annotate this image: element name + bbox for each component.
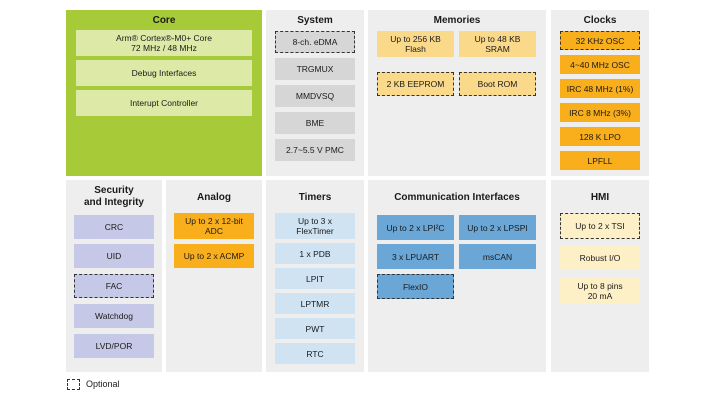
- clocks-panel: Clocks 32 KHz OSC 4~40 MHz OSC IRC 48 MH…: [551, 10, 649, 176]
- timers-panel: Timers Up to 3 x FlexTimer 1 x PDB LPIT …: [266, 180, 364, 372]
- core-title: Core: [152, 15, 176, 26]
- rtc-block: RTC: [275, 343, 355, 364]
- analog-title: Analog: [197, 192, 231, 203]
- lpit-block: LPIT: [275, 268, 355, 289]
- analog-panel: Analog Up to 2 x 12-bit ADC Up to 2 x AC…: [166, 180, 262, 372]
- security-panel: Security and Integrity CRC UID FAC Watch…: [66, 180, 162, 372]
- pmc-block: 2.7~5.5 V PMC: [275, 139, 355, 161]
- edma-block: 8-ch. eDMA: [275, 31, 355, 53]
- lvd-por-block: LVD/POR: [74, 334, 154, 358]
- uid-block: UID: [74, 244, 154, 268]
- crc-block: CRC: [74, 215, 154, 239]
- memories-title: Memories: [433, 15, 481, 26]
- trgmux-block: TRGMUX: [275, 58, 355, 80]
- lpfll-block: LPFLL: [560, 151, 640, 170]
- fac-block: FAC: [74, 274, 154, 298]
- security-title: Security and Integrity: [83, 185, 144, 208]
- optional-legend-label: Optional: [86, 379, 120, 389]
- osc-4-40mhz-block: 4~40 MHz OSC: [560, 55, 640, 74]
- clocks-title: Clocks: [583, 15, 617, 26]
- cortex-m0-core-block: Arm® Cortex®-M0+ Core 72 MHz / 48 MHz: [76, 30, 252, 56]
- memories-panel: Memories Up to 256 KB Flash Up to 48 KB …: [368, 10, 546, 176]
- communication-panel: Communication Interfaces Up to 2 x LPI²C…: [368, 180, 546, 372]
- optional-legend-swatch: [67, 379, 80, 390]
- debug-interfaces-block: Debug Interfaces: [76, 60, 252, 86]
- sram-block: Up to 48 KB SRAM: [459, 31, 536, 57]
- system-title: System: [297, 15, 333, 26]
- lpo-128k-block: 128 K LPO: [560, 127, 640, 146]
- communication-title: Communication Interfaces: [394, 192, 520, 203]
- system-panel: System 8-ch. eDMA TRGMUX MMDVSQ BME 2.7~…: [266, 10, 364, 176]
- interrupt-controller-block: Interupt Controller: [76, 90, 252, 116]
- watchdog-block: Watchdog: [74, 304, 154, 328]
- high-drive-pins-block: Up to 8 pins 20 mA: [560, 277, 640, 304]
- lpspi-block: Up to 2 x LPSPI: [459, 215, 536, 240]
- cpu-frequency: 72 MHz / 48 MHz: [131, 43, 197, 53]
- mmdvsq-block: MMDVSQ: [275, 85, 355, 107]
- lptmr-block: LPTMR: [275, 293, 355, 314]
- pdb-block: 1 x PDB: [275, 243, 355, 264]
- flextimer-block: Up to 3 x FlexTimer: [275, 213, 355, 239]
- core-panel: Core Arm® Cortex®-M0+ Core 72 MHz / 48 M…: [66, 10, 262, 176]
- flash-block: Up to 256 KB Flash: [377, 31, 454, 57]
- osc-32khz-block: 32 KHz OSC: [560, 31, 640, 50]
- acmp-block: Up to 2 x ACMP: [174, 244, 254, 268]
- hmi-panel: HMI Up to 2 x TSI Robust I/O Up to 8 pin…: [551, 180, 649, 372]
- tsi-block: Up to 2 x TSI: [560, 213, 640, 239]
- irc-48mhz-block: IRC 48 MHz (1%): [560, 79, 640, 98]
- robust-io-block: Robust I/O: [560, 246, 640, 270]
- lpuart-block: 3 x LPUART: [377, 244, 454, 269]
- boot-rom-block: Boot ROM: [459, 72, 536, 96]
- hmi-title: HMI: [590, 192, 610, 203]
- mscan-block: msCAN: [459, 244, 536, 269]
- timers-title: Timers: [298, 192, 332, 203]
- pwt-block: PWT: [275, 318, 355, 339]
- irc-8mhz-block: IRC 8 MHz (3%): [560, 103, 640, 122]
- flexio-block: FlexIO: [377, 274, 454, 299]
- cpu-name: Arm® Cortex®-M0+ Core: [116, 33, 212, 43]
- lpi2c-block: Up to 2 x LPI²C: [377, 215, 454, 240]
- eeprom-block: 2 KB EEPROM: [377, 72, 454, 96]
- bme-block: BME: [275, 112, 355, 134]
- adc-block: Up to 2 x 12-bit ADC: [174, 213, 254, 239]
